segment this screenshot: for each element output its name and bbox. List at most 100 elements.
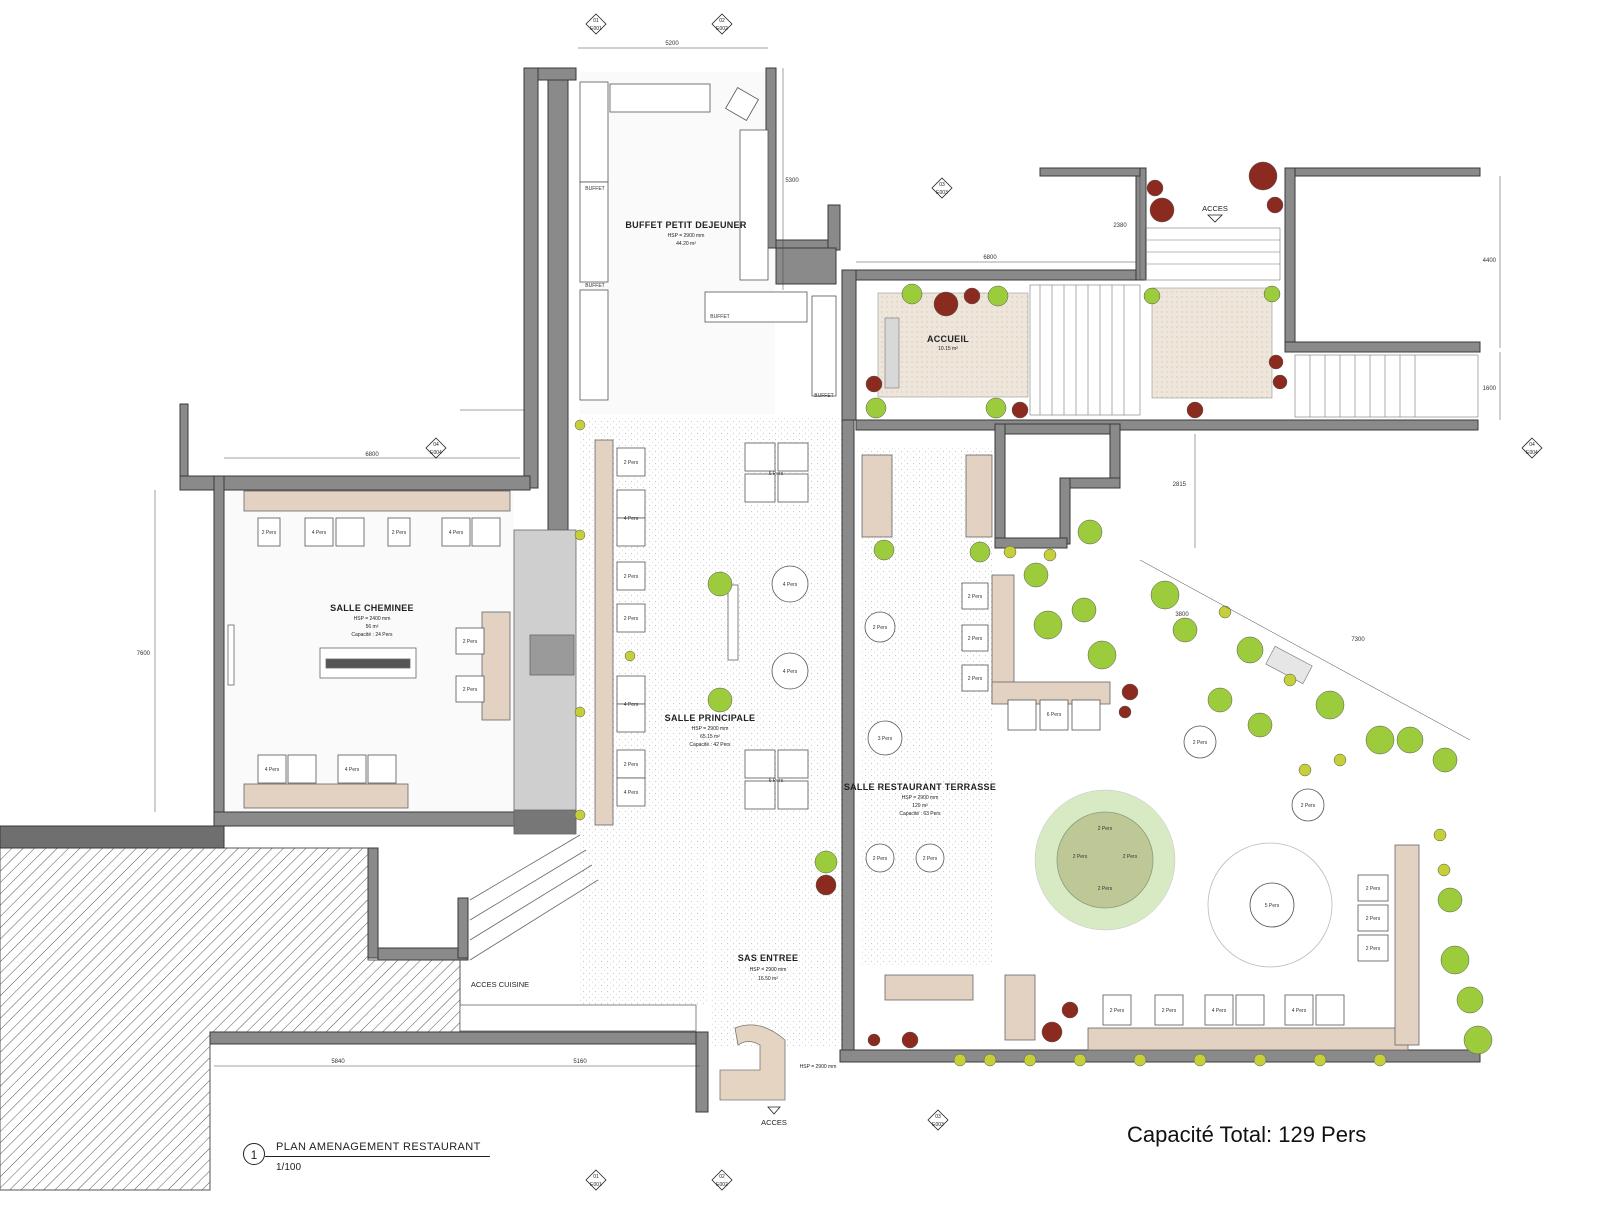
table-label: 6 Pers: [1047, 712, 1062, 718]
plan-number-badge: 1: [243, 1143, 265, 1165]
table-label: 2 Pers: [873, 625, 888, 631]
table-label: 2 Pers: [923, 856, 938, 862]
table-label: 4 Pers: [624, 516, 639, 522]
cheminee-room-capacity: Capacité : 24 Pers: [351, 632, 393, 638]
room-label-terrasse: SALLE RESTAURANT TERRASSE HSP = 2900 mm …: [844, 782, 996, 817]
table-label: 4 Pers: [345, 767, 360, 773]
section-marker-04-left: 04 E004: [425, 437, 447, 459]
table-label: 2 Pers: [1366, 916, 1381, 922]
section-num: 02: [719, 18, 725, 24]
table-label: 2 Pers: [968, 636, 983, 642]
cheminee-room-name: SALLE CHEMINEE: [330, 603, 414, 613]
room-label-cheminee: SALLE CHEMINEE HSP = 2400 mm 56 m² Capac…: [330, 603, 414, 638]
plan-scale: 1/100: [276, 1162, 302, 1173]
terrasse-room-hsp: HSP = 2900 mm: [902, 795, 939, 801]
section-marker-02-bottom: 02 E002: [711, 1169, 733, 1191]
section-num: 01: [593, 1174, 599, 1180]
principale-room-area: 65.15 m²: [700, 734, 720, 740]
sas-hsp-small: HSP = 2900 mm: [800, 1064, 837, 1070]
section-ref: E002: [716, 1182, 728, 1188]
dim-4400: 4400: [1483, 258, 1497, 264]
buffet-tag-2: BUFFET: [585, 283, 604, 289]
table-label: 2 Pers: [1098, 826, 1113, 832]
terrasse-room-capacity: Capacité : 63 Pers: [899, 811, 941, 817]
section-ref: E003: [936, 190, 948, 196]
table-label: 2 Pers: [1162, 1008, 1177, 1014]
room-label-principale: SALLE PRINCIPALE HSP = 2900 mm 65.15 m² …: [665, 713, 755, 748]
accueil-room-name: ACCUEIL: [927, 334, 969, 344]
buffet-tag-3: BUFFET: [710, 314, 729, 320]
section-num: 04: [1529, 442, 1535, 448]
cheminee-room-hsp: HSP = 2400 mm: [354, 616, 391, 622]
kitchen-pass: [459, 529, 697, 1032]
section-ref: E002: [716, 26, 728, 32]
table-label: 4 Pers: [783, 582, 798, 588]
sas-room-area: 16.50 m²: [758, 976, 778, 982]
terrasse-room-area: 120 m²: [912, 803, 928, 809]
dim-7300: 7300: [1351, 637, 1365, 643]
acces-top-label: ACCES: [1202, 204, 1228, 213]
table-label: 2 Pers: [463, 639, 478, 645]
section-marker-04-right: 04 E004: [1521, 437, 1543, 459]
planting: [574, 161, 1493, 1067]
dim-7600: 7600: [137, 651, 151, 657]
table-label: 2 Pers: [968, 676, 983, 682]
dim-5160: 5160: [573, 1059, 587, 1065]
section-num: 02: [719, 1174, 725, 1180]
section-num: 04: [433, 442, 439, 448]
principale-room-capacity: Capacité : 42 Pers: [689, 742, 731, 748]
table-label: 2 Pers: [262, 530, 277, 536]
sas-room-name: SAS ENTREE: [738, 953, 799, 963]
table-label: 2 Pers: [873, 856, 888, 862]
dim-3800: 3800: [1175, 612, 1189, 618]
terrasse-room-name: SALLE RESTAURANT TERRASSE: [844, 782, 996, 792]
table-label: 2 Pers: [624, 762, 639, 768]
table-label: 4 Pers: [312, 530, 327, 536]
section-ref: E001: [590, 26, 602, 32]
principale-benches: [594, 439, 739, 826]
access-labels: ACCES ACCES ACCES CUISINE: [471, 204, 1228, 1127]
section-ref: E004: [430, 450, 442, 456]
section-num: 03: [939, 182, 945, 188]
table-label: 2 Pers: [1073, 854, 1088, 860]
table-label: 5 Pers: [1265, 903, 1280, 909]
table-label: 6 Pers: [769, 778, 784, 784]
table-label: 4 Pers: [783, 669, 798, 675]
table-label: 2 Pers: [1366, 946, 1381, 952]
table-label: 4 Pers: [265, 767, 280, 773]
table-label: 4 Pers: [1292, 1008, 1307, 1014]
dimension-values: 5200 5300 6800 6800 2380 4400 1600 2815 …: [137, 41, 1497, 1065]
existing-building-hatch: [0, 847, 461, 1191]
section-marker-02-top: 02 E002: [711, 13, 733, 35]
section-ref: E003: [932, 1122, 944, 1128]
sas-room-hsp: HSP = 2900 mm: [750, 967, 787, 973]
dim-5200: 5200: [665, 41, 679, 47]
table-labels: 2 Pers 4 Pers 2 Pers 4 Pers 2 Pers 2 Per…: [262, 460, 1381, 1014]
table-label: 2 Pers: [624, 616, 639, 622]
table-label: 2 Pers: [624, 574, 639, 580]
plan-title-underline: [265, 1156, 490, 1157]
table-label: 2 Pers: [463, 687, 478, 693]
acces-top-arrow-icon: [1207, 214, 1223, 223]
dim-5300: 5300: [785, 178, 799, 184]
room-label-sas: SAS ENTREE HSP = 2900 mm 16.50 m² HSP = …: [738, 953, 837, 1070]
buffet-room-name: BUFFET PETIT DEJEUNER: [625, 220, 747, 230]
plan-title: PLAN AMENAGEMENT RESTAURANT: [276, 1141, 481, 1153]
accueil-stairs: [884, 227, 1479, 685]
table-label: 2 Pers: [1110, 1008, 1125, 1014]
room-label-accueil: ACCUEIL 10.15 m²: [927, 334, 969, 352]
table-label: 4 Pers: [1212, 1008, 1227, 1014]
sas-desk: [719, 1024, 786, 1101]
table-label: 2 Pers: [968, 594, 983, 600]
acces-bottom-label: ACCES: [761, 1118, 787, 1127]
section-marker-03-bottom: 03 E003: [927, 1109, 949, 1131]
table-label: 2 Pers: [1123, 854, 1138, 860]
section-num: 01: [593, 18, 599, 24]
acces-cuisine-label: ACCES CUISINE: [471, 980, 529, 989]
cheminee-furniture: [227, 490, 511, 809]
table-label: 2 Pers: [1193, 740, 1208, 746]
table-label: 2 Pers: [1098, 886, 1113, 892]
section-ref: E001: [590, 1182, 602, 1188]
cheminee-room-area: 56 m²: [366, 624, 379, 630]
